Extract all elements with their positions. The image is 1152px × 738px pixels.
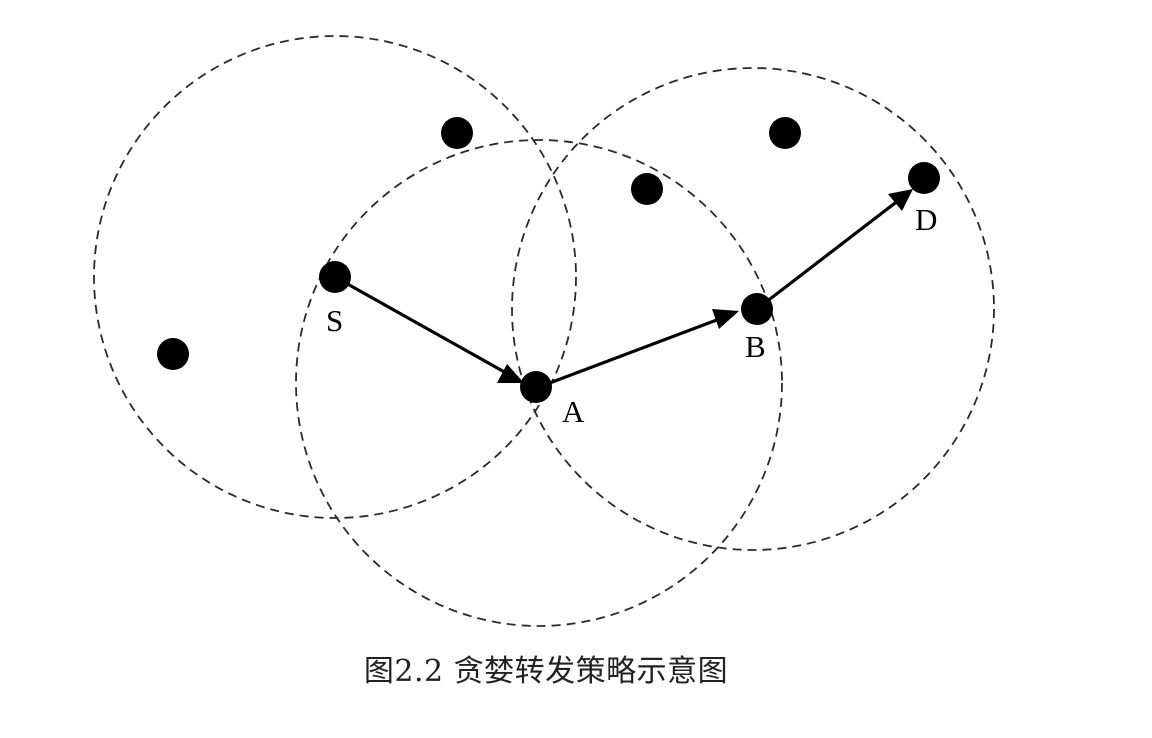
range-circle-b [511,67,995,551]
node-other-3 [631,173,663,205]
arrowhead-icon [712,309,739,329]
arrowhead-icon [497,364,524,383]
range-circle-s [93,35,577,519]
hop-a-to-b [538,309,739,389]
node-label-s: S [326,303,343,338]
node-a [520,371,552,403]
node-label-d: D [915,202,937,237]
arrowhead-icon [888,189,913,211]
node-label-a: A [562,394,585,429]
node-b [741,293,773,325]
node-other-1 [441,117,473,149]
node-other-4 [157,338,189,370]
hop-b-to-d [756,189,913,311]
range-circle-a [295,139,783,627]
node-s [319,261,351,293]
node-other-2 [769,117,801,149]
node-d [908,162,940,194]
hop-s-to-a [334,275,524,383]
node-label-b: B [745,329,766,364]
figure-caption: 图2.2 贪婪转发策略示意图 [363,654,729,689]
